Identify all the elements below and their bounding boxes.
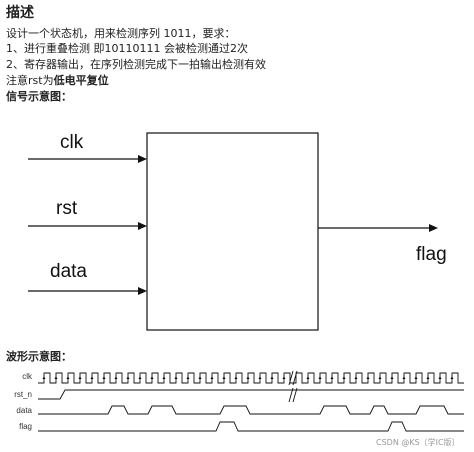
clk-arrowhead [138, 155, 147, 163]
reset-note-prefix: 注意rst为 [6, 74, 54, 87]
flag-arrowhead [429, 224, 438, 232]
wave-label-clk: clk [22, 372, 32, 381]
clk-edge-markers [42, 376, 454, 379]
wave-label-rst-n: rst_n [14, 390, 32, 399]
rst-n-wave [38, 389, 464, 400]
wave-label-data: data [16, 406, 32, 415]
data-input-label: data [50, 261, 87, 282]
reset-note-bold: 低电平复位 [53, 74, 109, 87]
description-line-2: 1、进行重叠检测 即10110111 会被检测通过2次 [6, 42, 248, 55]
clk-wave [38, 372, 464, 384]
rst-arrowhead [138, 222, 147, 230]
clk-input-label: clk [60, 132, 84, 153]
rst-input-label: rst [56, 198, 78, 219]
description-line-4: 注意rst为低电平复位 [6, 74, 109, 88]
page-heading: 描述 [6, 5, 34, 21]
flag-output-label: flag [416, 244, 447, 265]
csdn-watermark: CSDN @KS〔学IC版〕 [376, 438, 460, 447]
time-break-marks [288, 370, 298, 403]
data-arrowhead [138, 287, 147, 295]
description-line-3: 2、寄存器输出，在序列检测完成下一拍输出检测有效 [6, 58, 266, 71]
signal-diagram-label: 信号示意图： [6, 90, 72, 103]
wave-label-flag: flag [19, 422, 32, 431]
flag-wave [38, 421, 464, 432]
description-line-1: 设计一个状态机，用来检测序列 1011，要求： [6, 27, 236, 40]
module-box [146, 132, 319, 331]
data-wave [38, 405, 464, 415]
waveform-diagram-label: 波形示意图： [6, 350, 72, 363]
